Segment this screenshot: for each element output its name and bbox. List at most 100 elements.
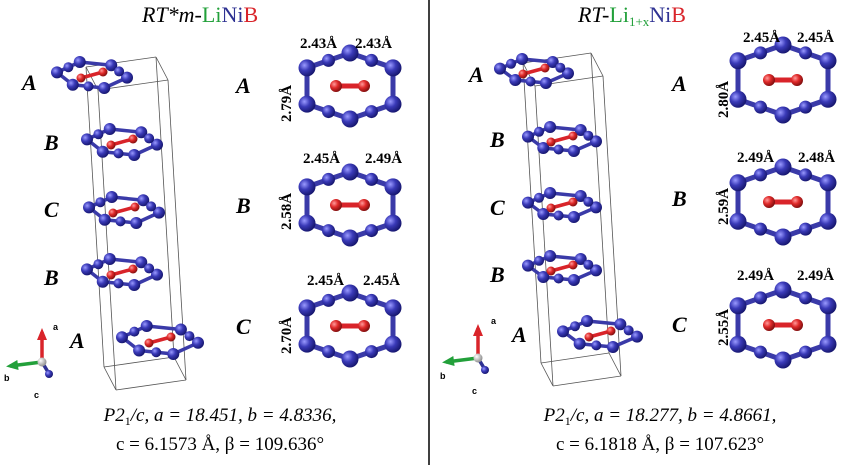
left-stack-layer-a2-ni-atom — [116, 331, 128, 344]
right-stack-layer-b-ni-atom — [574, 124, 587, 136]
left-ring-b-b-atom — [330, 199, 342, 211]
right-stack-layer-c-ni-atom — [553, 210, 564, 221]
left-stack-layer-b-ni-atom — [151, 138, 163, 151]
left-stack-layer-b2-ni-atom — [135, 256, 148, 269]
left-ring-b-ni-atom — [298, 214, 316, 232]
right-stack-layer-a2-ni-atom — [631, 330, 643, 343]
right-stack-layer-b-b-atom — [568, 131, 578, 141]
right-ring-c-ni-atom — [754, 291, 767, 305]
right-ring-b-ni-atom — [819, 212, 837, 230]
right-stack-layer-b2-ni-atom — [553, 273, 564, 284]
right-stack-layer-a-ni-atom — [506, 58, 517, 69]
right-axes-b-axis-head — [442, 356, 455, 366]
right-ring-c-b-atom — [763, 319, 775, 331]
left-ring-c-ni-atom — [365, 345, 378, 359]
right-axis-b-label: b — [440, 371, 446, 381]
right-a-top-right-dist: 2.45Å — [797, 30, 835, 46]
right-ring-b-ni-atom — [799, 168, 812, 182]
right-ring-a-ni-atom — [774, 36, 792, 54]
left-title-b: B — [243, 2, 259, 27]
left-ring-b-ni-atom — [384, 214, 402, 232]
left-caption-line-1: P21/c, a = 18.451, b = 4.8336, — [103, 405, 337, 428]
left-stack-layer-a2-ni-atom — [174, 323, 187, 336]
left-stack-layer-b-b-atom — [106, 140, 116, 150]
right-ring-c-ni-atom — [799, 345, 812, 359]
left-stack-layer-b2-b-atom — [106, 270, 116, 280]
left-ring-a-b-atom — [330, 80, 342, 92]
right-stack-label-1: A — [469, 62, 484, 87]
right-stack-label-4: B — [490, 262, 505, 287]
left-ring-b-ni-atom — [341, 229, 359, 247]
left-stack-layer-a-b-atom — [76, 73, 86, 83]
left-ring-b-ni-atom — [365, 224, 378, 238]
right-stack-layer-a-ni-atom — [546, 56, 559, 68]
right-b-side-dist: 2.59Å — [716, 187, 732, 225]
left-stack-layer-b-b-atom — [128, 134, 138, 144]
right-stack-layer-a2-ni-atom — [606, 341, 619, 353]
left-stack-layer-a-ni-atom — [63, 62, 74, 73]
left-axis-a-label: a — [53, 322, 59, 332]
left-stack-layer-c-ni-atom — [83, 201, 95, 214]
right-ring-a-ni-atom — [754, 100, 767, 114]
left-ring-b-ni-atom — [384, 178, 402, 196]
right-stack-layer-a2-ni-atom — [623, 325, 634, 336]
left-ring-c-ni-atom — [322, 293, 335, 307]
left-stack-layer-c-ni-atom — [137, 194, 150, 207]
right-axis-a-label: a — [491, 316, 497, 326]
left-stack-layer-c-ni-atom — [98, 213, 111, 226]
left-ring-a-ni-atom — [365, 53, 378, 67]
right-stack-layer-b2-ni-atom — [522, 259, 534, 272]
right-stack-layer-c-ni-atom — [567, 211, 580, 223]
right-unit-cell-edge — [590, 52, 604, 77]
left-stack-layer-a-ni-atom — [73, 56, 86, 68]
left-ring-b-ni-atom — [322, 224, 335, 238]
left-stack-layer-b-ni-atom — [81, 133, 93, 146]
left-layer-label-2: B — [236, 193, 251, 218]
right-caption-line-1: P21/c, a = 18.277, b = 4.8661, — [543, 405, 777, 428]
right-stack-layer-a2-ni-atom — [573, 337, 586, 350]
left-unit-cell-edge — [155, 56, 169, 81]
right-ring-a-ni-atom — [774, 106, 792, 124]
left-stack-label-5: A — [70, 328, 85, 353]
left-stack-layer-a-ni-atom — [114, 66, 125, 77]
left-stack-label-3: C — [44, 197, 59, 222]
right-ring-a-ni-atom — [729, 90, 747, 108]
left-ring-b-b-atom — [358, 199, 370, 211]
left-stack-layer-a-ni-atom — [66, 78, 79, 91]
right-stack-layer-c-b-atom — [546, 203, 556, 213]
left-c-side-dist: 2.70Å — [279, 316, 295, 354]
left-stack-layer-b-ni-atom — [103, 123, 116, 135]
left-stack-layer-a2-b-atom — [144, 338, 154, 348]
right-stack-label-5: A — [512, 322, 527, 347]
left-stack-layer-b-ni-atom — [113, 148, 124, 159]
left-stack-layer-a2-ni-atom — [184, 331, 195, 342]
right-ring-c-ni-atom — [729, 297, 747, 315]
right-stack-layer-b-ni-atom — [590, 135, 602, 148]
right-axes-c-axis-head — [481, 366, 489, 374]
right-ring-b-ni-atom — [799, 222, 812, 236]
left-ring-a-ni-atom — [341, 110, 359, 128]
left-axes-a-axis-head — [37, 328, 47, 340]
left-stack-layer-b-ni-atom — [128, 149, 141, 161]
right-stack-label-2: B — [490, 127, 505, 152]
right-a-side-dist: 2.80Å — [716, 80, 732, 118]
right-title-li: Li — [609, 2, 629, 27]
right-stack-layer-a-ni-atom — [539, 77, 552, 89]
right-stack-layer-a2-ni-atom — [614, 318, 627, 331]
left-unit-cell-edge — [173, 356, 187, 381]
left-stack-layer-c-ni-atom — [115, 216, 126, 227]
right-stack-layer-b2-ni-atom — [567, 274, 580, 286]
right-ring-a-ni-atom — [799, 46, 812, 60]
left-stack-layer-c-ni-atom — [153, 206, 165, 219]
right-stack-layer-c-ni-atom — [534, 192, 545, 203]
left-stack-layer-a2-ni-atom — [133, 344, 146, 357]
left-stack-layer-a-b-atom — [98, 67, 108, 77]
right-stack-layer-b2-ni-atom — [590, 264, 602, 277]
right-stack-layer-a2-ni-atom — [557, 325, 569, 338]
left-stack-layer-a2-ni-atom — [167, 348, 180, 360]
right-ring-b-ni-atom — [729, 174, 747, 192]
left-ring-a-ni-atom — [384, 95, 402, 113]
left-ring-c-ni-atom — [341, 284, 359, 302]
left-stack-layer-b-ni-atom — [144, 133, 155, 144]
